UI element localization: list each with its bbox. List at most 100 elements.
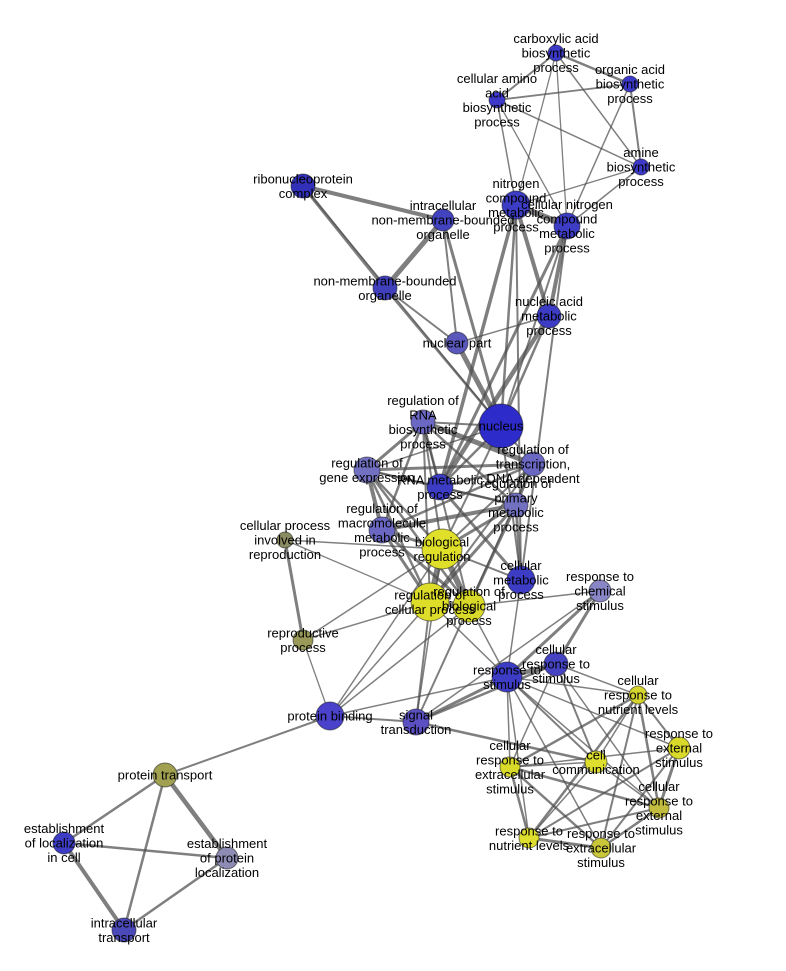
graph-edge-amine-nitrogen [515, 166, 642, 206]
graph-node-organic[interactable] [621, 75, 639, 93]
graph-edge-cellextra-respextra [508, 765, 603, 850]
graph-node-carboxylic[interactable] [547, 44, 565, 62]
graph-node-nucleus[interactable] [478, 403, 524, 449]
graph-node-estprot[interactable] [215, 846, 239, 870]
graph-edge-regtrans-reggene [365, 462, 535, 472]
graph-edge-cellresp-cellextra [509, 663, 557, 768]
graph-node-regmacro[interactable] [368, 516, 396, 544]
graph-edge-cellnut-cellcomm [595, 694, 639, 763]
graph-node-ptransport[interactable] [152, 762, 178, 788]
graph-edge-cellcomm-cellrespext [595, 761, 660, 809]
graph-node-bioreg[interactable] [421, 528, 463, 570]
graph-node-respext[interactable] [667, 736, 691, 760]
graph-node-regcell[interactable] [410, 582, 450, 622]
graph-node-respextra[interactable] [590, 837, 612, 859]
graph-edge-nitrogen-cellmet [515, 204, 522, 581]
graph-edge-estloc-intratrans [62, 841, 126, 932]
graph-edge-respstim-cellcomm [506, 676, 597, 763]
graph-edge-cellrespext-respextra [599, 806, 661, 850]
graph-node-nucpart[interactable] [445, 331, 469, 355]
graph-edge-bioreg-sigtrans [415, 548, 443, 723]
graph-node-cpir[interactable] [276, 531, 294, 549]
graph-node-cellresp[interactable] [543, 651, 569, 677]
graph-edge-regbio-sigtrans [415, 605, 470, 723]
graph-edge-organic-amine [629, 83, 642, 168]
graph-edge-organic-amino [496, 83, 631, 101]
graph-node-intratrans[interactable] [111, 917, 137, 943]
graph-node-intranmbo[interactable] [431, 208, 455, 232]
graph-edge-respstim-respnut [506, 676, 530, 839]
graph-node-cellcomm[interactable] [584, 750, 608, 774]
graph-node-rnamet[interactable] [426, 473, 454, 501]
graph-node-cellmet[interactable] [506, 565, 536, 595]
graph-node-nitrogen[interactable] [501, 190, 531, 220]
graph-edge-intranmbo-nucleus [441, 218, 503, 428]
graph-node-amino[interactable] [488, 91, 506, 109]
graph-edge-estloc-estprot [62, 841, 229, 860]
graph-edge-respstim-cellrespext [506, 676, 660, 809]
graph-edge-cellcomm-respnut [528, 761, 597, 839]
graph-edge-amine-cellnitrogen [566, 166, 642, 227]
graph-node-cellnitrogen[interactable] [553, 212, 581, 240]
graph-edge-nucleus-reggene [366, 425, 502, 471]
graph-edge-amino-amine [496, 99, 642, 168]
graph-node-rnp[interactable] [290, 173, 316, 199]
graph-edge-regtrans-regmacro [380, 462, 535, 532]
graph-edge-cellresp-sigtrans [414, 662, 558, 724]
graph-edge-sigtrans-cellcomm [414, 720, 598, 764]
graph-node-amine[interactable] [632, 158, 650, 176]
graph-node-regrna[interactable] [410, 409, 436, 435]
graph-node-repro[interactable] [292, 629, 314, 651]
graph-node-estloc[interactable] [52, 831, 76, 855]
graph-node-nmbo[interactable] [372, 275, 398, 301]
graph-node-respstim[interactable] [491, 661, 523, 693]
graph-node-cellnut[interactable] [628, 685, 648, 705]
graph-edge-reggene-regbio [365, 468, 471, 608]
graph-node-regbio[interactable] [452, 589, 486, 623]
graph-edge-repro-bioreg [302, 548, 443, 641]
graph-edge-intranmbo-nucpart [442, 219, 458, 344]
graph-node-pbind[interactable] [315, 701, 345, 731]
graph-node-label-nucleus: nucleus [479, 419, 524, 434]
graph-node-nucacid[interactable] [536, 303, 562, 329]
graph-edge-repro-regcell [302, 601, 431, 641]
graph-node-sigtrans[interactable] [402, 708, 430, 736]
graph-edge-ptransport-estloc [62, 773, 167, 845]
graph-node-cellrespext[interactable] [648, 797, 670, 819]
graph-edge-pbind-regbio [329, 605, 470, 717]
graph-edge-rnp-intranmbo [301, 184, 445, 222]
graph-edge-nmbo-nucpart [384, 287, 458, 344]
graph-node-regprimary[interactable] [503, 492, 529, 518]
graph-edge-regrna-regtrans [420, 419, 536, 467]
graph-edge-nucleus-cellnitrogen [500, 225, 568, 427]
graph-edge-amino-nitrogen [496, 99, 517, 206]
graph-edge-nucleus-nitrogen [499, 203, 518, 428]
graph-node-label-nucpart: nuclear part [423, 336, 492, 351]
graph-edge-cellnitrogen-cellmet [520, 225, 568, 581]
graph-edge-cellnitrogen-nucacid [547, 224, 569, 318]
graph-node-respnut[interactable] [518, 827, 540, 849]
graph-node-cellextra[interactable] [499, 756, 521, 778]
graph-node-regtrans[interactable] [520, 451, 546, 477]
graph-node-chem[interactable] [588, 579, 612, 603]
graph-node-reggene[interactable] [353, 456, 381, 484]
graph-edge-cellnut-respnut [527, 693, 640, 840]
